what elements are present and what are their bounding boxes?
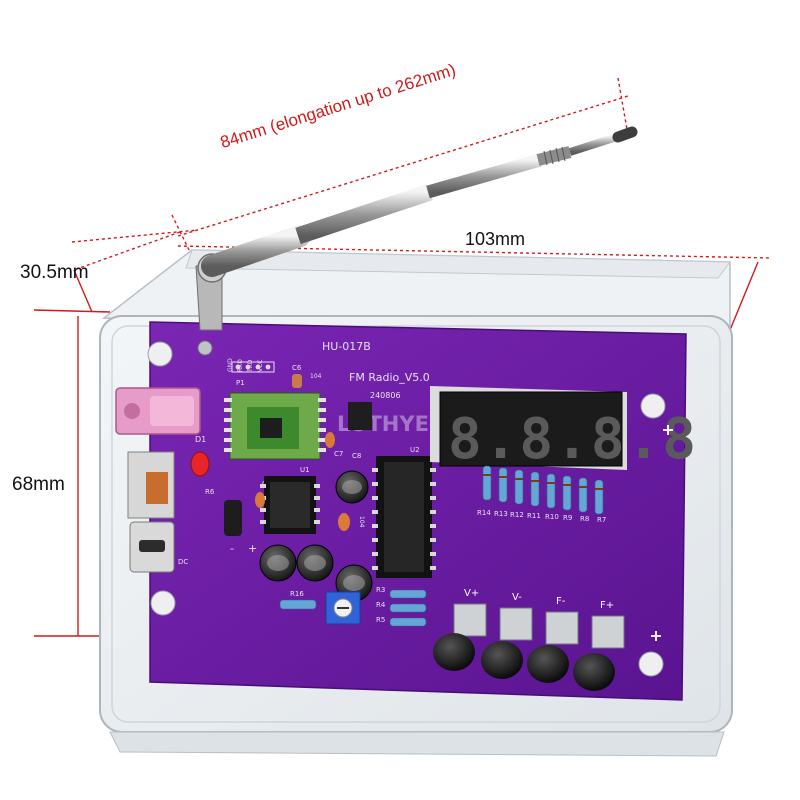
oscillator-component — [348, 402, 372, 430]
svg-text:R11: R11 — [527, 512, 541, 520]
led-d1: D1 — [190, 435, 210, 477]
svg-text:C8: C8 — [352, 452, 361, 460]
svg-text:R13: R13 — [494, 510, 508, 518]
svg-text:C7: C7 — [334, 450, 343, 458]
svg-text:U1: U1 — [300, 466, 310, 474]
header-p1: GND RXD TXD VCC P1 — [227, 358, 275, 387]
svg-text:P1: P1 — [236, 379, 245, 387]
svg-text:R3: R3 — [376, 586, 385, 594]
mounting-posts — [147, 340, 666, 677]
board-title-label: FM Radio_V5.0 — [349, 371, 430, 384]
svg-text:R6: R6 — [205, 488, 215, 496]
svg-text:GND: GND — [227, 358, 234, 372]
resistor-bank: R14 R13 R12 R11 R10 R9 R8 R7 — [477, 465, 606, 524]
svg-text:R14: R14 — [477, 509, 491, 517]
svg-text:R12: R12 — [510, 511, 524, 519]
amplifier-ic-u1 — [260, 476, 320, 534]
power-switch — [127, 451, 175, 519]
button-volume-up[interactable]: V+ — [433, 588, 487, 671]
svg-text:104: 104 — [358, 516, 365, 528]
display-digits: 8.8.8.8 — [448, 407, 698, 472]
svg-text:R4: R4 — [376, 601, 386, 609]
svg-text:C6: C6 — [292, 364, 302, 372]
svg-text:DC: DC — [178, 558, 188, 566]
button-frequency-down[interactable]: F- — [527, 596, 579, 683]
svg-text:VCC: VCC — [257, 360, 264, 372]
board-date-label: 240806 — [370, 391, 401, 400]
svg-text:R5: R5 — [376, 616, 385, 624]
svg-text:-: - — [230, 542, 234, 555]
svg-text:RXD: RXD — [237, 359, 244, 372]
svg-text:R7: R7 — [597, 516, 606, 524]
svg-text:R9: R9 — [563, 514, 572, 522]
resistor-r16: R16 — [279, 590, 317, 610]
svg-text:F+: F+ — [600, 600, 614, 611]
svg-text:R8: R8 — [580, 515, 589, 523]
width-label: 103mm — [465, 229, 526, 249]
height-label: 68mm — [12, 474, 65, 495]
depth-label: 30.5mm — [20, 262, 89, 283]
telescopic-antenna — [195, 126, 638, 331]
control-buttons: V+ V- F- F+ — [433, 588, 625, 691]
potentiometer — [325, 591, 361, 625]
ceramic-capacitors — [255, 432, 350, 531]
audio-jack — [115, 387, 201, 435]
case-plus-marks — [651, 425, 673, 641]
svg-text:V+: V+ — [464, 588, 479, 599]
button-frequency-up[interactable]: F+ — [573, 600, 625, 691]
microcontroller-u2 — [372, 456, 436, 578]
fm-tuner-module — [224, 392, 326, 460]
svg-text:+: + — [248, 542, 257, 555]
svg-text:TXD: TXD — [247, 359, 254, 373]
svg-text:D1: D1 — [195, 435, 206, 444]
resistors-r3-r5: R3 R4 R5 — [376, 586, 427, 627]
svg-text:V-: V- — [512, 592, 522, 603]
button-volume-down[interactable]: V- — [481, 592, 533, 679]
pcb-board: HU-017B FM Radio_V5.0 240806 LOTHYE GND … — [115, 321, 698, 701]
svg-text:R10: R10 — [545, 513, 559, 521]
svg-text:F-: F- — [556, 596, 566, 607]
board-model-label: HU-017B — [322, 340, 371, 353]
svg-text:104: 104 — [310, 373, 322, 380]
capacitor-c6 — [292, 374, 302, 388]
usb-port — [129, 521, 175, 573]
svg-text:R16: R16 — [290, 590, 304, 598]
capacitor-c-left: - + — [224, 500, 257, 555]
svg-text:U2: U2 — [410, 446, 420, 454]
seven-segment-display: 8.8.8.8 — [430, 386, 698, 472]
electrolytic-capacitors — [259, 470, 373, 602]
